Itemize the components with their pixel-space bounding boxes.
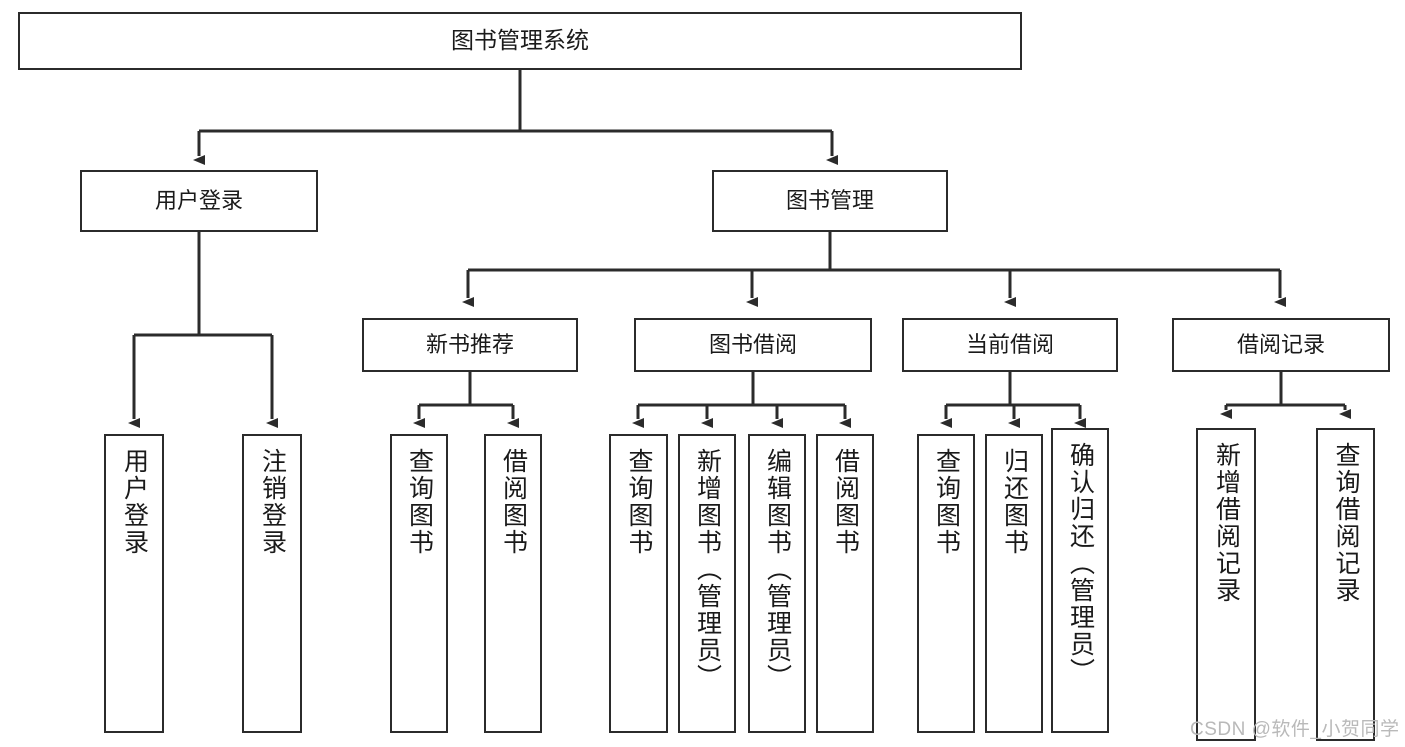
node-leaf-add-record-label: 新增借阅记录 <box>1212 442 1241 604</box>
node-root[interactable]: 图书管理系统 <box>18 12 1022 70</box>
node-leaf-return-book-label: 归还图书 <box>1000 448 1029 556</box>
node-leaf-add-book-label: 新增图书（管理员） <box>693 448 722 691</box>
node-leaf-edit-book-label: 编辑图书（管理员） <box>763 448 792 691</box>
node-leaf-add-record[interactable]: 新增借阅记录 <box>1196 428 1256 741</box>
node-root-label: 图书管理系统 <box>451 27 589 54</box>
node-leaf-return-book[interactable]: 归还图书 <box>985 434 1043 733</box>
node-leaf-borrow-book-1-label: 借阅图书 <box>499 448 528 556</box>
node-leaf-query-book-1[interactable]: 查询图书 <box>390 434 448 733</box>
node-borrow-record-label: 借阅记录 <box>1236 332 1325 358</box>
node-leaf-query-book-2[interactable]: 查询图书 <box>609 434 668 733</box>
node-current-borrow[interactable]: 当前借阅 <box>902 318 1118 372</box>
node-leaf-borrow-book-1[interactable]: 借阅图书 <box>484 434 542 733</box>
node-book-manage-label: 图书管理 <box>785 188 874 214</box>
node-new-book-rec[interactable]: 新书推荐 <box>362 318 578 372</box>
node-leaf-logout-label: 注销登录 <box>258 448 287 556</box>
watermark: CSDN @软件_小贺同学 <box>1190 719 1400 740</box>
node-leaf-query-book-1-label: 查询图书 <box>405 448 434 556</box>
node-borrow-record[interactable]: 借阅记录 <box>1172 318 1390 372</box>
node-leaf-logout[interactable]: 注销登录 <box>242 434 302 733</box>
node-leaf-query-book-3[interactable]: 查询图书 <box>917 434 975 733</box>
node-leaf-user-login-label: 用户登录 <box>120 448 149 556</box>
node-user-login[interactable]: 用户登录 <box>80 170 318 232</box>
node-leaf-query-record[interactable]: 查询借阅记录 <box>1316 428 1375 741</box>
node-leaf-user-login[interactable]: 用户登录 <box>104 434 164 733</box>
node-new-book-rec-label: 新书推荐 <box>425 332 514 358</box>
node-user-login-label: 用户登录 <box>154 188 243 214</box>
node-book-borrow[interactable]: 图书借阅 <box>634 318 872 372</box>
node-leaf-add-book[interactable]: 新增图书（管理员） <box>678 434 736 733</box>
node-leaf-query-book-2-label: 查询图书 <box>625 448 653 556</box>
node-leaf-confirm-return-label: 确认归还（管理员） <box>1066 442 1095 685</box>
node-leaf-query-book-3-label: 查询图书 <box>932 448 961 556</box>
node-current-borrow-label: 当前借阅 <box>965 332 1054 358</box>
node-book-manage[interactable]: 图书管理 <box>712 170 948 232</box>
node-leaf-borrow-book-2-label: 借阅图书 <box>831 448 860 556</box>
node-book-borrow-label: 图书借阅 <box>708 332 797 358</box>
node-leaf-borrow-book-2[interactable]: 借阅图书 <box>816 434 874 733</box>
node-leaf-query-record-label: 查询借阅记录 <box>1332 442 1360 604</box>
node-leaf-edit-book[interactable]: 编辑图书（管理员） <box>748 434 806 733</box>
node-leaf-confirm-return[interactable]: 确认归还（管理员） <box>1051 428 1109 733</box>
